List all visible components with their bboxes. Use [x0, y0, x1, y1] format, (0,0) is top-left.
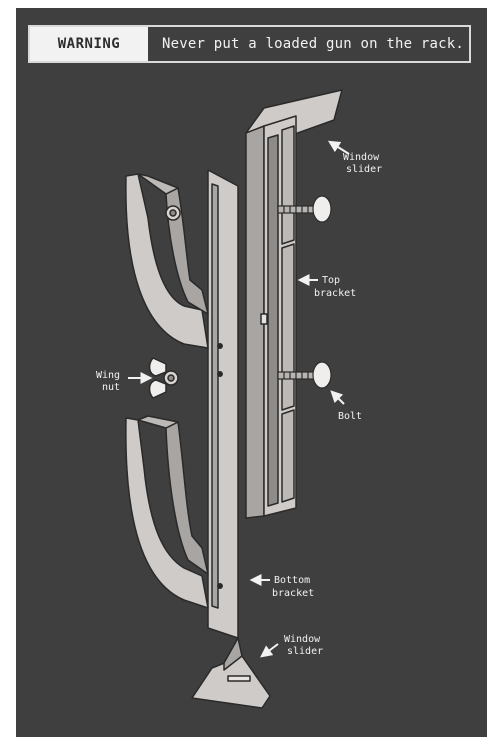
label-window-slider-bottom: Window slider [260, 634, 323, 658]
label-bolt-line1: Bolt [338, 411, 362, 422]
warning-tag: WARNING [30, 27, 148, 61]
label-top-bracket-line1: Top [322, 275, 340, 286]
label-wing-nut: Wing nut [96, 370, 153, 393]
bolt-upper [277, 195, 332, 223]
top-bracket-part [245, 89, 343, 519]
label-wing-nut-line1: Wing [96, 370, 120, 381]
warning-message: Never put a loaded gun on the rack. [162, 36, 465, 52]
label-bottom-bracket: Bottom bracket [249, 574, 314, 599]
label-top-bracket: Top bracket [297, 274, 356, 299]
label-window-slider-bottom-line2: slider [287, 646, 323, 657]
wing-nut [148, 357, 179, 399]
warning-banner: WARNING Never put a loaded gun on the ra… [28, 25, 471, 63]
bolt-lower [277, 361, 332, 389]
gun-rack-exploded-diagram: Window slider Top bracket Bolt Wing nut … [96, 89, 382, 709]
diagram-panel: WARNING Never put a loaded gun on the ra… [16, 8, 487, 737]
label-bottom-bracket-line2: bracket [272, 588, 314, 599]
label-bottom-bracket-line1: Bottom [274, 575, 310, 586]
label-window-slider-top-line2: slider [346, 164, 382, 175]
bottom-bracket-part [125, 169, 271, 709]
label-bolt: Bolt [330, 390, 362, 422]
label-window-slider-top-line1: Window [343, 152, 380, 163]
label-window-slider-top: Window slider [327, 140, 382, 175]
label-wing-nut-line2: nut [102, 382, 120, 393]
label-window-slider-bottom-line1: Window [284, 634, 321, 645]
label-top-bracket-line2: bracket [314, 288, 356, 299]
